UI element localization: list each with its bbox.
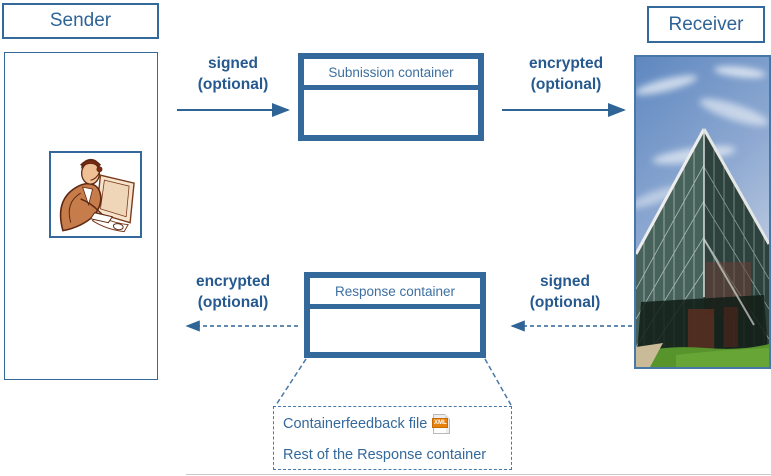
rest-of-response-label: Rest of the Response container	[283, 447, 487, 463]
response-container-body	[310, 309, 480, 352]
receiver-label: Receiver	[668, 13, 744, 35]
response-container: Response container	[304, 272, 486, 358]
sender-panel	[4, 52, 158, 380]
containerfeedback-label: Containerfeedback file	[283, 416, 428, 432]
callout-line-right	[484, 358, 512, 406]
sender-label: Sender	[49, 10, 112, 31]
response-container-divider	[310, 304, 480, 309]
xml-file-icon: XML	[432, 414, 451, 434]
office-building-photo	[636, 57, 769, 367]
submission-container-title: Subnission container	[304, 59, 478, 85]
containerfeedback-row: Containerfeedback file XML	[283, 414, 502, 434]
label-signed-optional-response: signed (optional)	[529, 273, 601, 311]
person-at-computer-icon	[49, 151, 142, 238]
receiver-box: Receiver	[647, 6, 765, 43]
document-rule	[186, 474, 771, 475]
label-encrypted-optional-response: encrypted (optional)	[195, 273, 271, 311]
label-signed-optional-request: signed (optional)	[197, 55, 269, 93]
response-container-title: Response container	[310, 278, 480, 304]
submission-container: Subnission container	[298, 53, 484, 141]
xml-badge: XML	[432, 418, 449, 428]
receiver-building-photo	[634, 55, 771, 369]
response-container-detail-box: Containerfeedback file XML Rest of the R…	[273, 406, 512, 470]
page-fold-icon	[445, 414, 451, 419]
rest-of-response-row: Rest of the Response container	[283, 447, 502, 463]
callout-line-left	[275, 358, 307, 406]
label-encrypted-optional-request: encrypted (optional)	[528, 55, 604, 93]
sender-box: Sender	[2, 3, 159, 39]
person-at-computer-illustration	[59, 158, 135, 233]
submission-container-divider	[304, 85, 478, 90]
submission-container-body	[304, 90, 478, 135]
